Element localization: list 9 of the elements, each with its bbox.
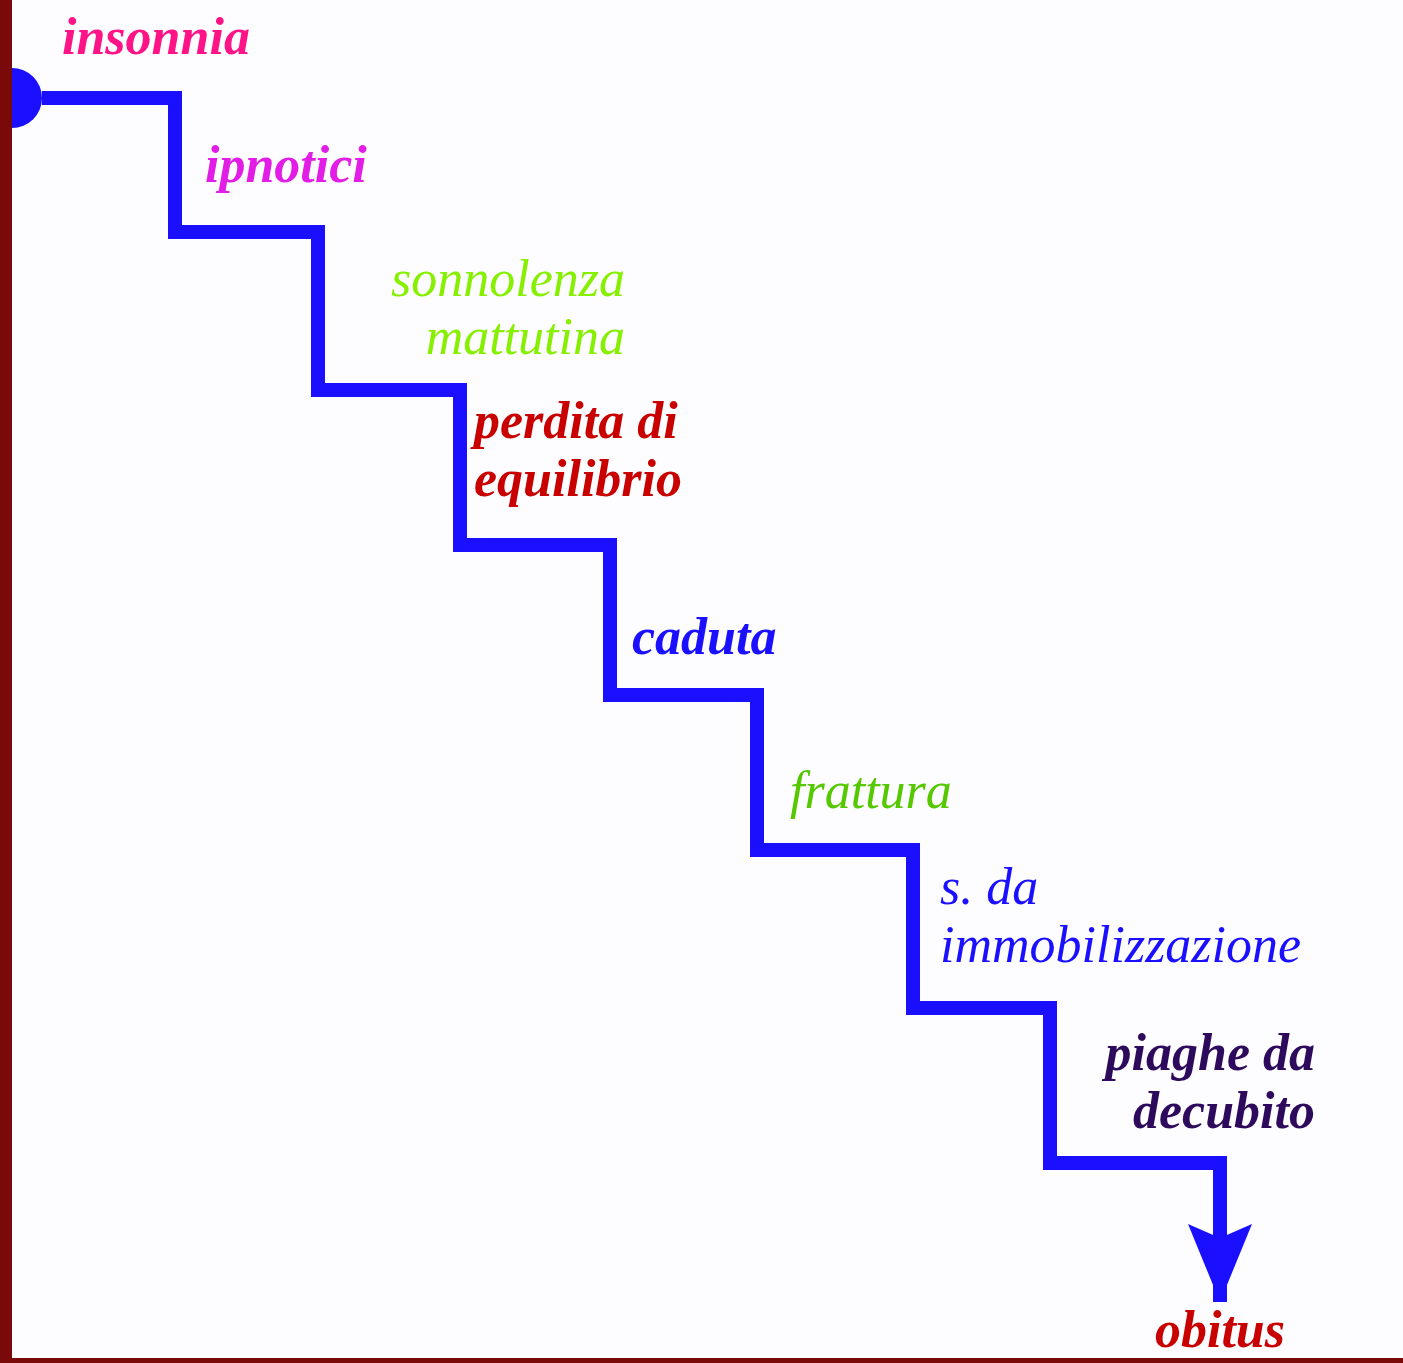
step-label: caduta [632,608,778,666]
step-label: frattura [790,762,953,820]
step-label: sonnolenza mattutina [390,250,625,366]
staircase-arrow [42,91,1252,1302]
step-label: insonnia [62,8,251,66]
step-label: ipnotici [205,136,368,194]
outcome-label: obitus [1130,1302,1310,1358]
step-label: s. da immobilizzazione [940,858,1303,974]
step-label: piaghe da decubito [1045,1024,1315,1140]
